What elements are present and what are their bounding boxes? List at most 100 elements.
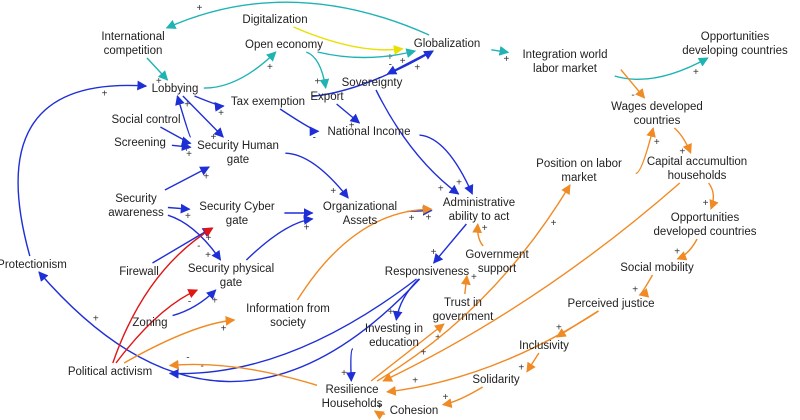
link-responsiveness-to-protectionism	[38, 271, 421, 383]
node-capital-accumulation-households: Capital accumultion households	[647, 156, 747, 182]
polarity-sign: +	[425, 213, 431, 224]
node-label-line: Capital accumultion	[647, 156, 747, 168]
link-trust-in-government-to-government-support	[461, 274, 471, 295]
polarity-sign: +	[438, 184, 444, 195]
node-digitalization: Digitalization	[242, 14, 307, 26]
node-label-line: Inclusivity	[519, 340, 569, 352]
node-label-line: developed countries	[654, 226, 757, 238]
node-perceived-justice: Perceived justice	[568, 298, 655, 310]
node-label-line: Information from	[246, 303, 330, 315]
node-firewall: Firewall	[119, 266, 159, 278]
polarity-sign: +	[212, 295, 218, 306]
node-layer: InternationalcompetitionDigitalizationGl…	[0, 14, 788, 417]
polarity-sign: -	[188, 297, 191, 308]
link-lobbying-to-security-human-gate	[182, 95, 224, 138]
polarity-sign: +	[221, 324, 227, 335]
polarity-sign: +	[679, 146, 685, 157]
link-perceived-justice-to-resilience-households	[386, 310, 599, 396]
node-label-line: market	[561, 172, 597, 184]
link-security-awareness-to-security-physical-gate	[167, 214, 222, 261]
node-protectionism: Protectionism	[0, 259, 67, 271]
node-label-line: Security Human	[197, 140, 279, 152]
link-national-income-to-administrative-ability-to-act	[419, 134, 474, 195]
link-sovereignty-to-administrative-ability-to-act	[375, 89, 460, 195]
node-social-mobility: Social mobility	[620, 262, 694, 274]
node-cohesion: Cohesion	[390, 405, 439, 417]
link-cohesion-to-resilience-households	[373, 410, 386, 420]
node-open-economy: Open economy	[245, 39, 323, 51]
node-administrative-ability-to-act: Administrative ability to act	[443, 197, 515, 223]
node-label-line: Globalization	[414, 38, 480, 50]
polarity-sign: +	[156, 76, 162, 87]
node-label-line: Export	[310, 91, 344, 103]
link-political-activism-to-information-from-society	[123, 315, 236, 364]
link-digitalization-to-globalization	[293, 26, 404, 55]
link-social-mobility-to-perceived-justice	[638, 274, 654, 298]
polarity-sign: +	[409, 213, 415, 224]
node-label-line: society	[270, 317, 306, 329]
node-label-line: gate	[226, 215, 248, 227]
polarity-sign: -	[313, 133, 316, 144]
node-sovereignty: Sovereignty	[342, 77, 403, 89]
link-international-competition-to-lobbying	[146, 57, 169, 81]
node-tax-exemption: Tax exemption	[231, 96, 305, 108]
node-political-activism: Political activism	[68, 366, 152, 378]
polarity-sign: +	[267, 62, 273, 73]
node-label-line: Organizational	[323, 201, 397, 213]
link-lobbying-to-open-economy	[203, 51, 277, 89]
node-information-from-society: Information from society	[246, 303, 330, 329]
node-label-line: gate	[220, 277, 242, 289]
link-resilience-households-to-political-activism	[168, 359, 318, 386]
link-security-awareness-to-security-cyber-gate	[167, 203, 191, 214]
link-open-economy-to-globalization	[317, 48, 417, 59]
node-label-line: Social mobility	[620, 262, 694, 274]
link-government-support-to-administrative-ability-to-act	[472, 223, 484, 247]
link-zoning-to-security-physical-gate	[172, 289, 217, 317]
polarity-sign: +	[420, 348, 426, 359]
node-label-line: Position on labor	[536, 158, 622, 170]
node-label-line: Open economy	[245, 39, 323, 51]
node-label-line: Firewall	[119, 266, 159, 278]
node-responsiveness: Responsiveness	[385, 266, 470, 278]
polarity-sign: +	[518, 363, 524, 374]
node-label-line: Security Cyber	[199, 201, 275, 213]
node-zoning: Zoning	[132, 317, 167, 329]
polarity-sign: +	[412, 376, 418, 387]
polarity-sign: +	[482, 223, 488, 234]
node-label-line: Zoning	[132, 317, 167, 329]
link-security-physical-gate-to-organizational-assets	[245, 215, 314, 261]
polarity-sign: -	[389, 60, 392, 71]
node-label-line: Social control	[111, 114, 180, 126]
link-solidarity-to-cohesion	[441, 386, 484, 408]
node-label-line: support	[478, 263, 517, 275]
node-screening: Screening	[114, 137, 166, 149]
node-security-cyber-gate: Security Cyber gate	[199, 201, 275, 227]
link-security-human-gate-to-organizational-assets	[285, 152, 349, 199]
polarity-sign: +	[349, 121, 355, 132]
link-globalization-to-integration-world-labor-market	[491, 46, 510, 56]
node-label-line: Integration world	[522, 49, 607, 61]
node-label-line: Administrative	[443, 197, 515, 209]
link-resilience-households-to-trust-in-government	[370, 323, 445, 382]
link-administrative-ability-to-act-to-responsiveness	[433, 223, 467, 264]
node-label-line: ability to act	[449, 211, 511, 223]
link-responsiveness-to-investing-in-education	[392, 278, 420, 321]
polarity-sign: +	[387, 52, 393, 63]
polarity-sign: +	[210, 132, 216, 143]
link-tax-exemption-to-globalization	[312, 50, 434, 98]
polarity-sign: +	[184, 100, 190, 111]
node-label-line: Investing in	[365, 323, 423, 335]
node-label-line: countries	[634, 115, 681, 127]
polarity-sign: +	[218, 108, 224, 119]
link-resilience-households-to-position-on-labor-market	[376, 184, 571, 382]
node-solidarity: Solidarity	[472, 374, 520, 386]
link-wages-developed-countries-to-capital-accumulation-households	[673, 127, 692, 154]
polarity-sign: +	[304, 222, 310, 233]
node-label-line: households	[668, 170, 727, 182]
link-political-activism-to-security-physical-gate	[115, 289, 199, 364]
